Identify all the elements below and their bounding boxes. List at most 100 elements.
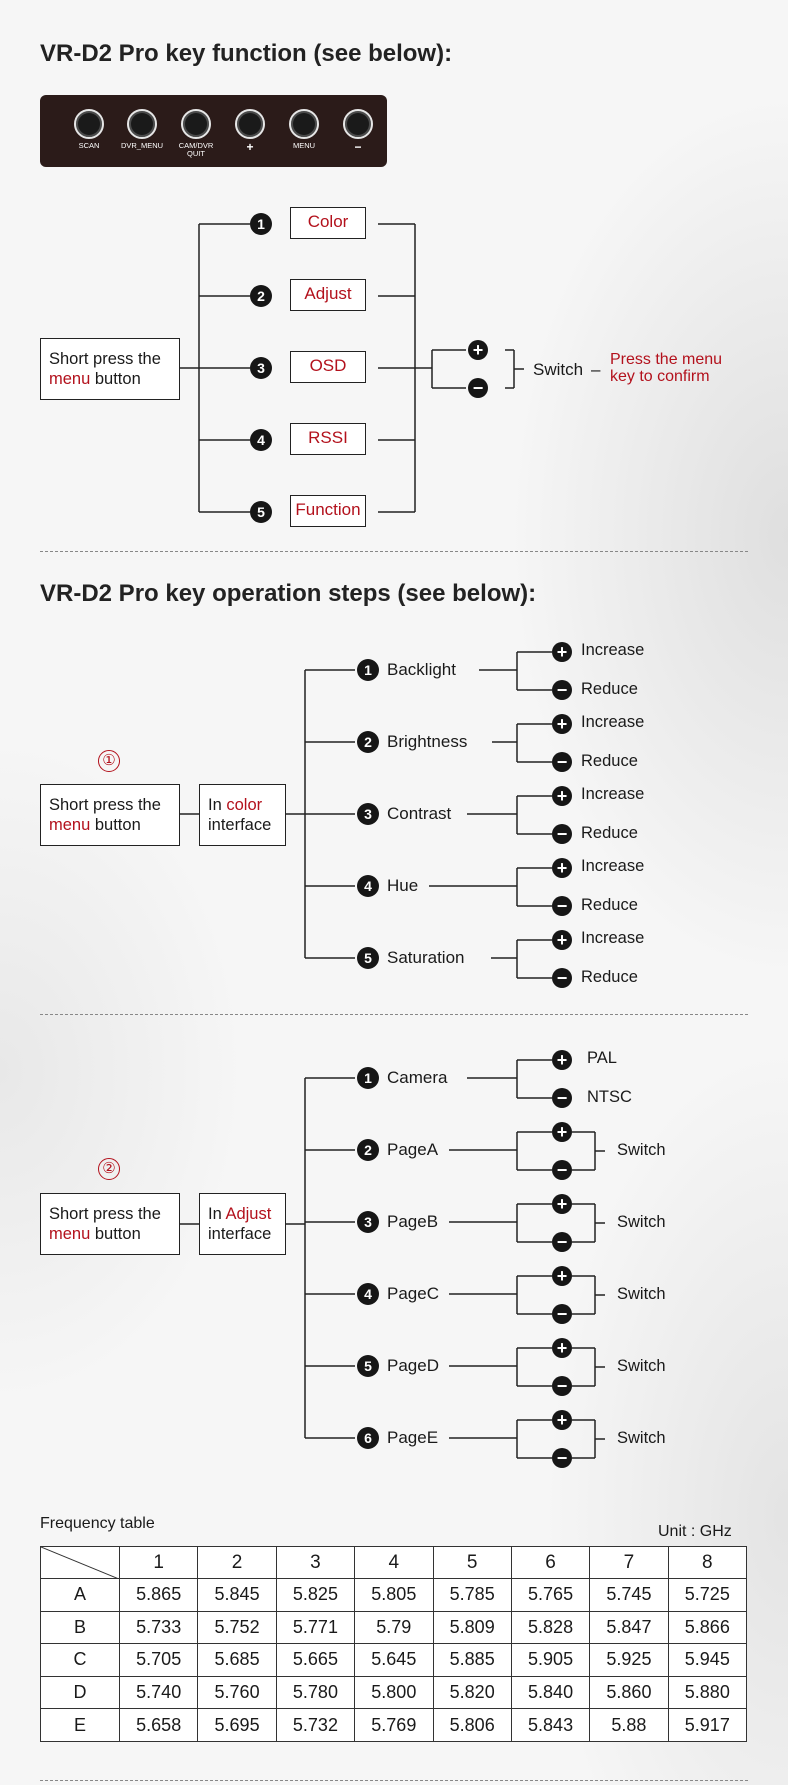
short-press-menu-box-3: Short press the menu button [40, 1193, 180, 1255]
item-number-3: 3 [357, 803, 379, 825]
scan-key[interactable]: SCAN [62, 109, 116, 150]
minus-icon: − [552, 752, 572, 772]
frequency-cell: 5.745 [589, 1578, 669, 1612]
in-word: In [208, 1205, 226, 1223]
frequency-cell: 5.705 [118, 1643, 199, 1677]
button-word: button [90, 370, 141, 388]
frequency-cell: 5.917 [667, 1708, 748, 1742]
operation-steps-title: VR-D2 Pro key operation steps (see below… [40, 580, 537, 607]
color-interface-box: In color interface [199, 784, 286, 846]
minus-key[interactable]: − [331, 109, 385, 153]
plus-icon: + [552, 1122, 572, 1142]
frequency-cell: 5.860 [589, 1675, 669, 1710]
short-press-menu-box-1: Short press the menu button [40, 338, 180, 400]
dvr-menu-key-knob [127, 109, 157, 139]
scan-key-label: SCAN [78, 141, 100, 150]
frequency-cell: 5.805 [354, 1578, 434, 1612]
frequency-cell: 5.769 [354, 1708, 434, 1742]
plus-icon: + [552, 642, 572, 662]
short-press-line1: Short press the [49, 350, 161, 368]
corner-cell [40, 1546, 120, 1579]
frequency-cell: 5.847 [589, 1610, 669, 1645]
color-item-saturation: Saturation [387, 948, 465, 967]
table-header-row: 1 2 3 4 5 6 7 8 [40, 1546, 748, 1579]
frequency-cell: 5.905 [510, 1643, 591, 1677]
short-press-line2: menu button [49, 1224, 179, 1244]
plus-key[interactable]: + [223, 109, 277, 154]
frequency-cell: 5.732 [275, 1708, 356, 1742]
switch-label: Switch [617, 1357, 666, 1375]
frequency-cell: 5.88 [589, 1708, 669, 1742]
menu-key-knob [289, 109, 319, 139]
key-function-title: VR-D2 Pro key function (see below): [40, 40, 453, 67]
frequency-cell: 5.840 [510, 1675, 591, 1710]
frequency-cell: 5.695 [197, 1708, 277, 1742]
confirm-note: Press the menu key to confirm [610, 351, 722, 385]
frequency-cell: 5.880 [667, 1675, 748, 1710]
keypad-panel: SCAN DVR_MENU CAM/DVR QUIT + MENU − [40, 95, 387, 167]
adjust-interface-box: In Adjust interface [199, 1193, 286, 1255]
band-cell: E [40, 1708, 120, 1742]
item-number-5: 5 [357, 947, 379, 969]
column-header: 3 [275, 1546, 356, 1579]
plus-key-label: + [246, 140, 254, 154]
step-marker-1: ① [98, 750, 120, 772]
frequency-table-caption: Frequency table [40, 1515, 155, 1532]
column-header: 1 [118, 1546, 199, 1579]
reduce-label: Reduce [581, 680, 638, 698]
cam-dvr-quit-key[interactable]: CAM/DVR QUIT [169, 109, 223, 158]
menu-item-color: Color [290, 207, 366, 239]
frequency-cell: 5.725 [667, 1578, 748, 1612]
dvr-menu-key[interactable]: DVR_MENU [115, 109, 169, 150]
interface-line1: In color [208, 795, 285, 815]
switch-label: Switch [617, 1285, 666, 1303]
switch-label: Switch [617, 1141, 666, 1159]
minus-icon: − [552, 1160, 572, 1180]
adjust-item-pagee: PageE [387, 1428, 439, 1447]
minus-icon: − [552, 824, 572, 844]
menu-key[interactable]: MENU [277, 109, 331, 150]
adjust-word: Adjust [225, 1205, 272, 1223]
short-press-line2: menu button [49, 369, 179, 389]
frequency-cell: 5.740 [118, 1675, 199, 1710]
divider-1 [40, 551, 748, 552]
item-number-1: 1 [357, 659, 379, 681]
increase-label: Increase [581, 929, 645, 947]
item-number-2: 2 [357, 731, 379, 753]
plus-icon: + [552, 930, 572, 950]
reduce-label: Reduce [581, 824, 638, 842]
frequency-cell: 5.665 [275, 1643, 356, 1677]
adjust-item-pagec: PageC [387, 1284, 439, 1303]
menu-item-rssi: RSSI [290, 423, 366, 455]
frequency-cell: 5.866 [667, 1610, 748, 1645]
cam-dvr-quit-key-knob [181, 109, 211, 139]
button-word: button [90, 1225, 141, 1243]
band-cell: D [40, 1675, 120, 1710]
band-cell: B [40, 1610, 120, 1645]
frequency-cell: 5.658 [118, 1708, 199, 1742]
menu-item-adjust: Adjust [290, 279, 366, 311]
menu-key-label: MENU [292, 141, 316, 150]
frequency-cell: 5.820 [432, 1675, 512, 1710]
menu-word: menu [49, 816, 91, 834]
short-press-menu-box-2: Short press the menu button [40, 784, 180, 846]
frequency-cell: 5.806 [432, 1708, 512, 1742]
column-header: 2 [197, 1546, 277, 1579]
scan-key-knob [74, 109, 104, 139]
color-item-brightness: Brightness [387, 732, 468, 751]
plus-icon: + [468, 340, 488, 360]
reduce-label: Reduce [581, 896, 638, 914]
pal-label: PAL [587, 1049, 617, 1067]
frequency-cell: 5.925 [589, 1643, 669, 1677]
menu-word: menu [49, 370, 91, 388]
band-cell: C [40, 1643, 120, 1677]
minus-icon: − [552, 968, 572, 988]
item-number-1: 1 [357, 1067, 379, 1089]
step-marker-2: ② [98, 1158, 120, 1180]
increase-label: Increase [581, 785, 645, 803]
adjust-item-pagea: PageA [387, 1140, 439, 1159]
increase-label: Increase [581, 641, 645, 659]
plus-icon: + [552, 1338, 572, 1358]
